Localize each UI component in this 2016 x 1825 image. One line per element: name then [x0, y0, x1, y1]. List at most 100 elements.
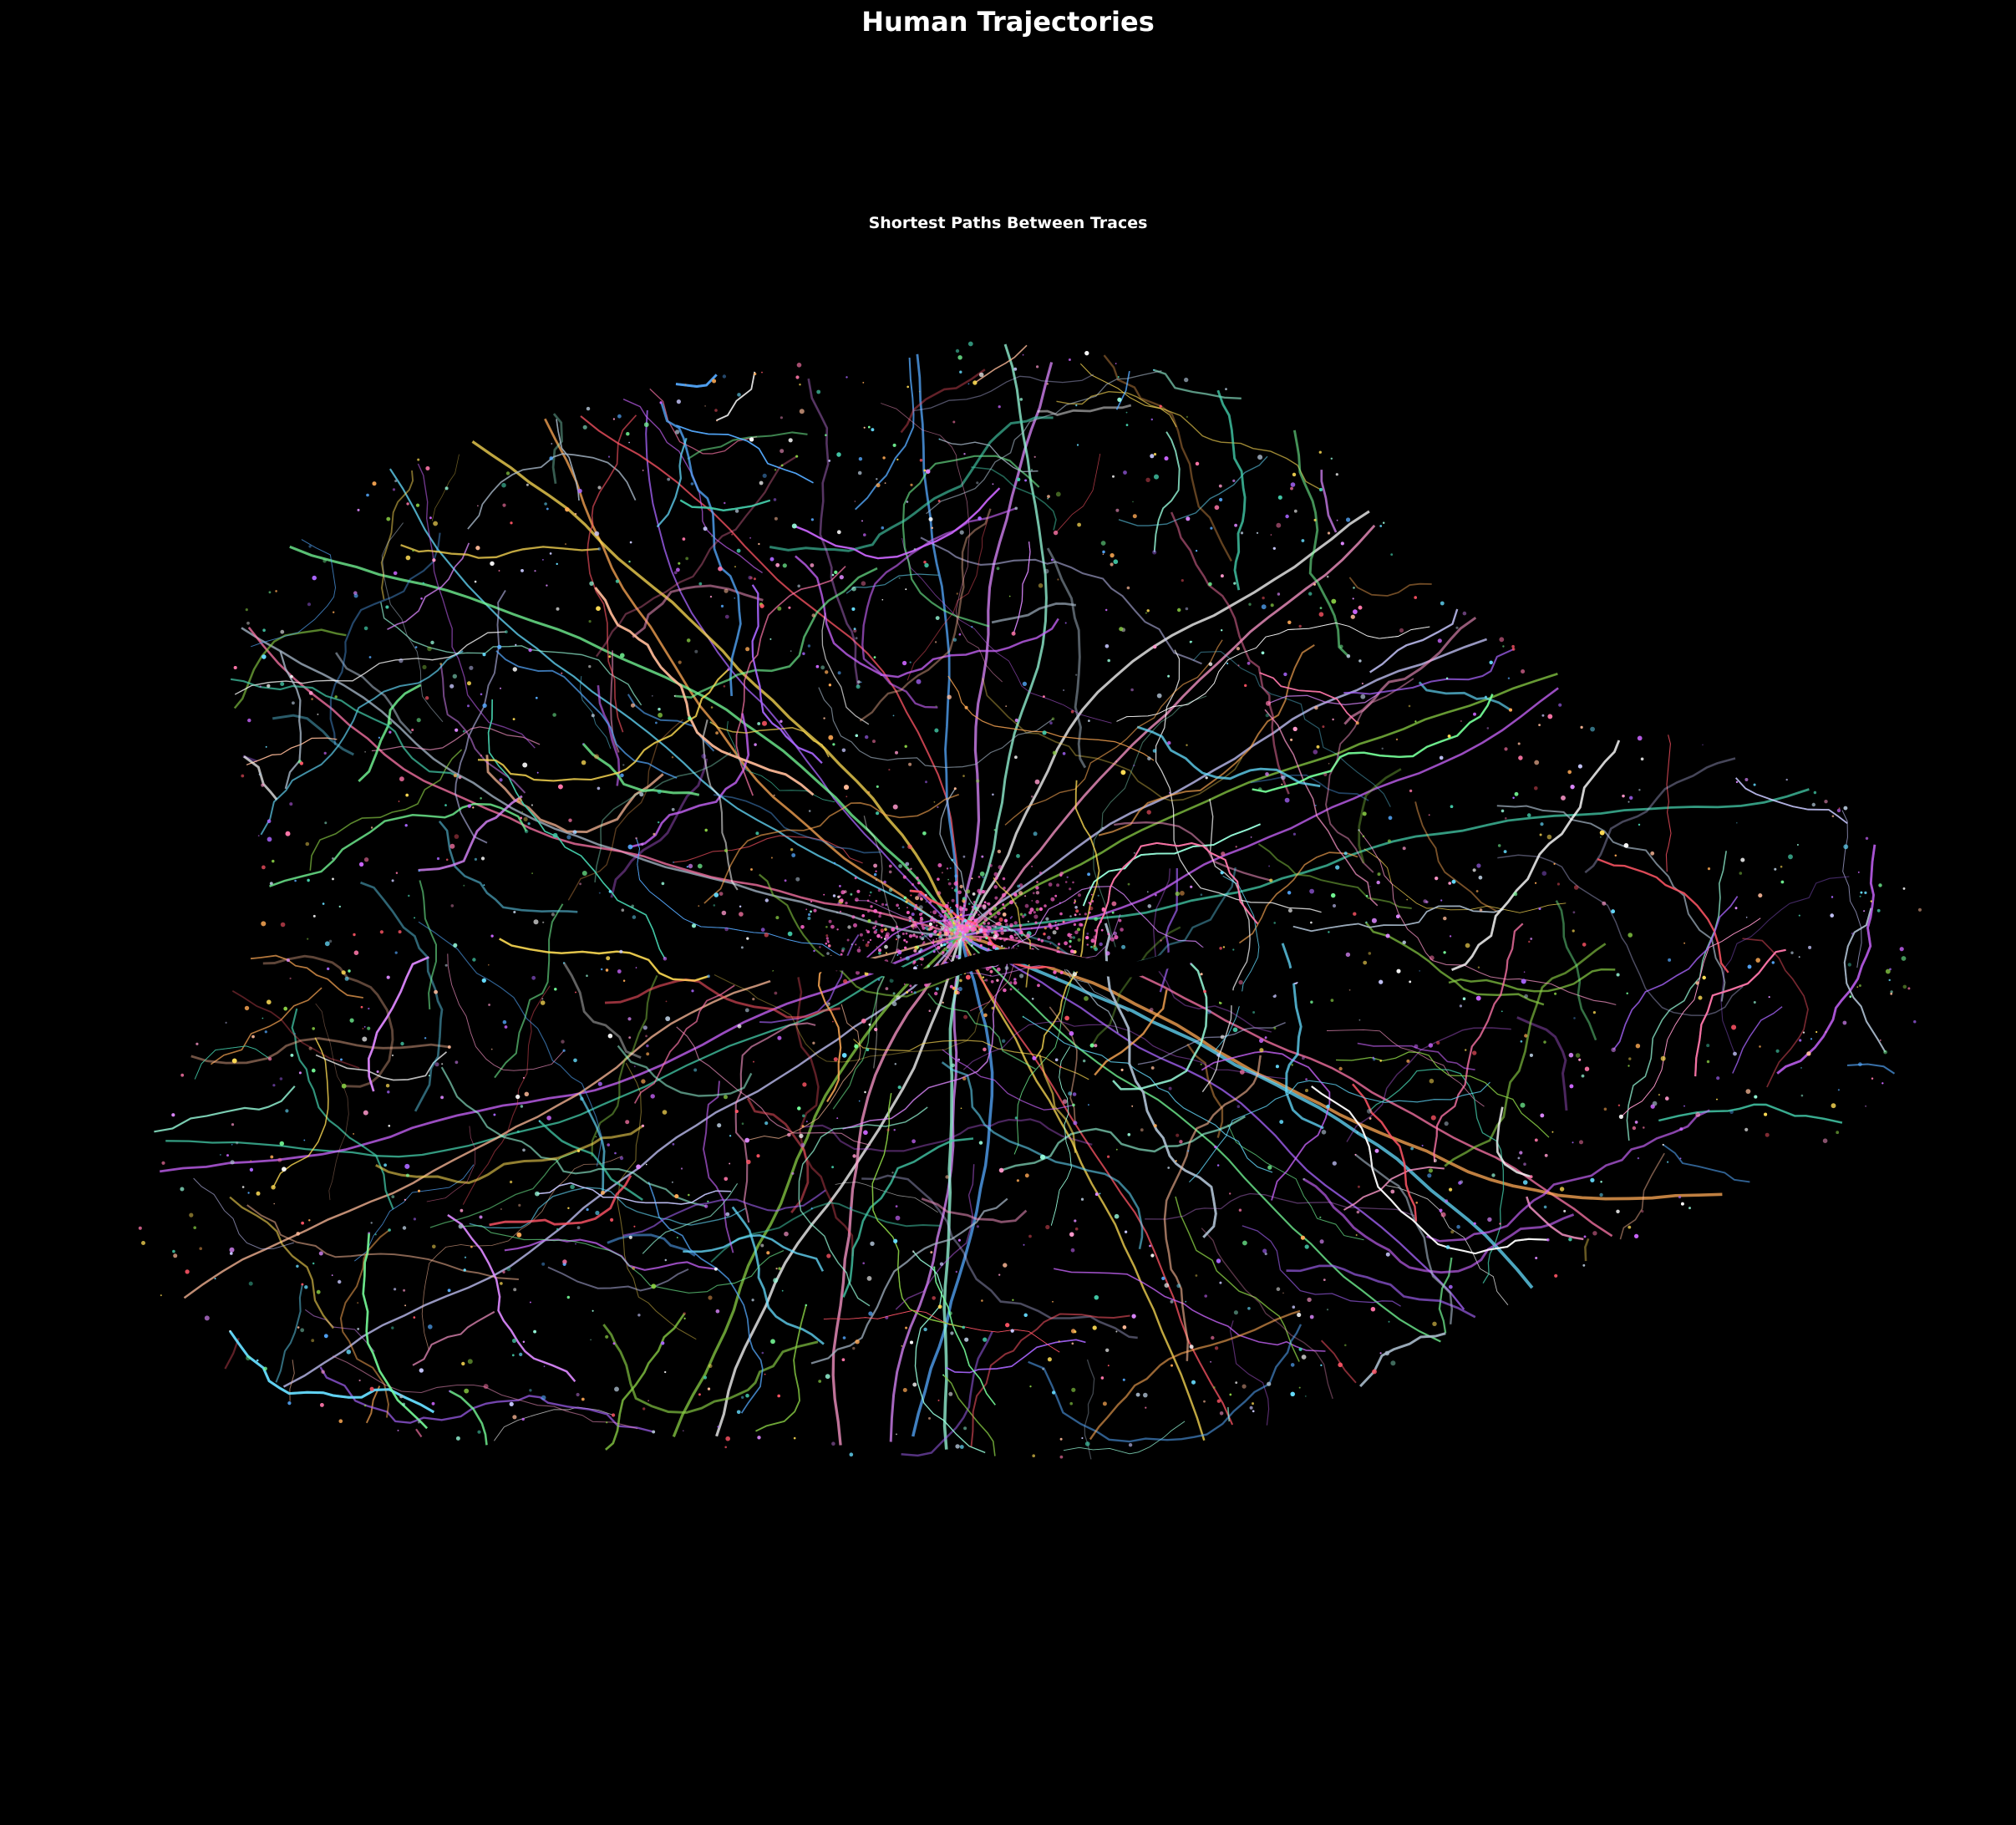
trajectory-path — [429, 1150, 579, 1228]
core-trace-point — [832, 894, 836, 897]
trace-point — [1618, 1114, 1623, 1119]
trace-point — [1277, 592, 1281, 596]
trace-point — [1335, 865, 1340, 870]
trace-point — [1239, 1070, 1245, 1075]
trajectory-path — [1286, 1264, 1476, 1319]
trace-point — [948, 1391, 953, 1396]
core-trace-point — [1101, 908, 1105, 912]
trace-point — [368, 656, 372, 658]
trace-point — [1292, 1305, 1296, 1309]
trace-point — [641, 1079, 646, 1084]
core-trace-point — [883, 880, 886, 884]
trace-point — [1190, 962, 1192, 965]
trace-point — [1125, 411, 1128, 414]
trace-point — [311, 1339, 315, 1343]
core-trace-point — [1077, 938, 1081, 942]
trace-point — [542, 559, 544, 561]
trajectory-path — [499, 938, 709, 982]
trace-point — [1032, 1454, 1035, 1457]
trace-point — [1372, 1369, 1377, 1375]
core-trace-point — [1003, 988, 1007, 993]
core-trace-point — [912, 918, 915, 921]
trace-point — [1088, 1104, 1089, 1106]
trace-point — [256, 1359, 259, 1362]
core-trace-point — [991, 931, 994, 934]
core-trace-point — [859, 933, 863, 937]
core-trace-point — [957, 890, 962, 895]
trace-point — [312, 575, 317, 581]
core-trace-point — [945, 937, 948, 939]
trace-point — [1592, 1011, 1596, 1014]
trace-point — [582, 424, 587, 430]
trace-point — [1572, 929, 1575, 933]
trace-point — [1388, 1320, 1390, 1323]
trace-point — [818, 1380, 822, 1383]
trace-point — [556, 607, 560, 611]
trace-point — [392, 488, 396, 491]
trajectory-path — [1028, 1324, 1303, 1443]
trace-point — [774, 991, 778, 995]
trace-point — [1088, 719, 1090, 722]
core-trace-point — [1029, 907, 1034, 912]
core-trace-point — [915, 935, 919, 938]
trajectory-path — [260, 650, 464, 836]
trajectory-path — [1444, 943, 1607, 1167]
trace-point — [1374, 1148, 1379, 1153]
trajectory-path — [1292, 905, 1504, 933]
core-trace-point — [937, 919, 940, 922]
trace-point — [631, 703, 635, 708]
trace-point — [923, 561, 927, 564]
trace-point — [746, 937, 749, 940]
trace-point — [262, 865, 266, 870]
trace-point — [1169, 791, 1171, 794]
trace-point — [427, 646, 432, 652]
trace-point — [1387, 839, 1391, 843]
trajectory-path — [1584, 1238, 1590, 1262]
trace-point — [1572, 911, 1576, 914]
trajectory-path — [610, 758, 708, 898]
trace-point — [1179, 1140, 1183, 1144]
trace-point — [231, 1123, 235, 1126]
core-trace-point — [986, 932, 990, 936]
trace-point — [632, 915, 637, 919]
trace-point — [1221, 629, 1223, 632]
trace-point — [1744, 778, 1749, 781]
trace-point — [290, 674, 293, 679]
trace-point — [828, 684, 832, 687]
trace-point — [268, 591, 272, 594]
core-trace-point — [819, 946, 821, 948]
trace-point — [454, 834, 460, 839]
trace-point — [402, 1402, 406, 1406]
trace-point — [1443, 916, 1447, 921]
trace-point — [1290, 1391, 1295, 1397]
trace-point — [1599, 1192, 1603, 1197]
trace-point — [304, 1285, 308, 1289]
trace-point — [737, 1024, 742, 1029]
trace-point — [793, 1436, 796, 1440]
core-trace-point — [1084, 912, 1087, 916]
trace-point — [841, 1358, 846, 1361]
trace-point — [1233, 1310, 1238, 1315]
trajectory-path — [380, 470, 414, 600]
trace-point — [1569, 1084, 1574, 1089]
trace-point — [774, 469, 777, 471]
core-trace-point — [1113, 931, 1117, 936]
core-trace-point — [956, 990, 960, 995]
core-trace-point — [1037, 938, 1041, 941]
trace-point — [160, 1294, 162, 1297]
trace-point — [721, 910, 727, 916]
trace-point — [978, 1141, 983, 1145]
core-trace-point — [993, 934, 998, 939]
trace-point — [180, 1187, 185, 1192]
trace-point — [353, 1133, 354, 1135]
trace-point — [1683, 1105, 1685, 1107]
trace-point — [761, 371, 763, 374]
trace-point — [1184, 377, 1189, 383]
trace-point — [739, 912, 744, 917]
trace-point — [1235, 846, 1237, 848]
trajectory-path — [1227, 1406, 1230, 1422]
trace-point — [1745, 1089, 1751, 1094]
core-trace-point — [966, 948, 968, 951]
core-trace-point — [1073, 923, 1077, 927]
core-trace-point — [813, 908, 817, 912]
